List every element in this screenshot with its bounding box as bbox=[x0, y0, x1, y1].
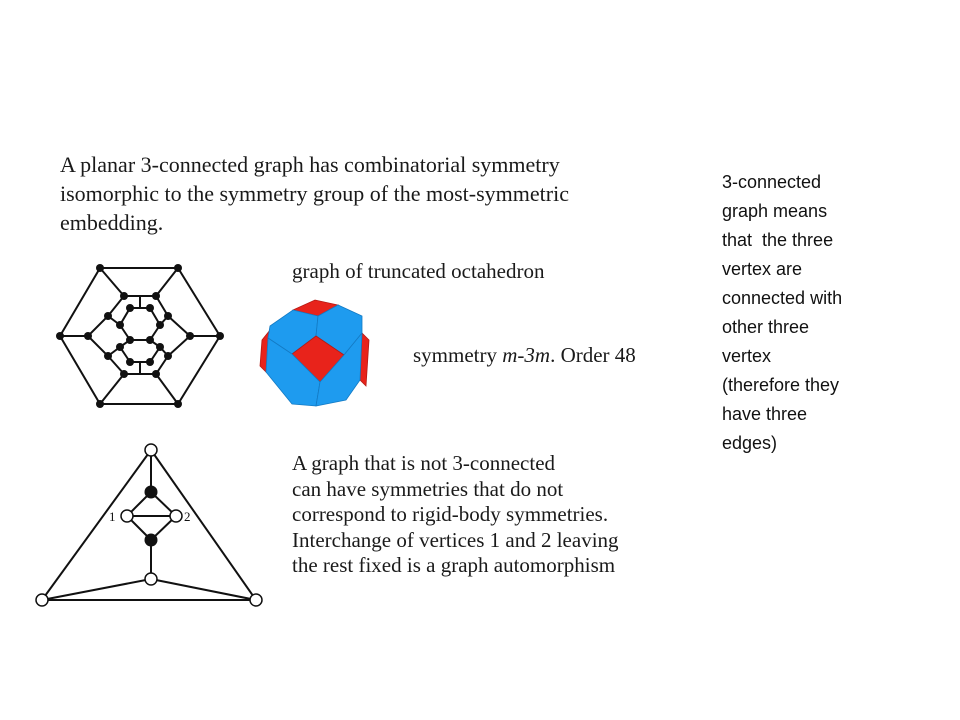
side-note: 3-connected graph means that the three v… bbox=[722, 168, 892, 458]
note-line: can have symmetries that do not bbox=[292, 476, 564, 501]
intro-line: A planar 3-connected graph has combinato… bbox=[60, 152, 560, 177]
note-line: correspond to rigid-body symmetries. bbox=[292, 502, 609, 526]
vertex-label-1: 1 bbox=[109, 509, 116, 524]
side-note-line: vertex are bbox=[722, 259, 803, 279]
symmetry-caption: symmetry m-3m. Order 48 bbox=[413, 343, 636, 368]
symmetry-prefix: symmetry bbox=[413, 343, 503, 367]
truncated-octahedron-solid bbox=[259, 299, 370, 407]
side-note-line: (therefore they bbox=[722, 375, 840, 395]
intro-line: isomorphic to the symmetry group of the … bbox=[60, 181, 569, 206]
vertex-1 bbox=[120, 509, 134, 523]
side-note-line: edges) bbox=[722, 433, 778, 453]
intro-line: embedding. bbox=[60, 210, 164, 235]
symmetry-symbol: m-3m bbox=[502, 343, 551, 367]
symmetry-suffix: . Order 48 bbox=[550, 343, 636, 367]
non-3-connected-note: A graph that is not 3-connected can have… bbox=[292, 451, 692, 579]
vertex-2 bbox=[169, 509, 183, 523]
hexagon-face bbox=[315, 331, 363, 407]
side-note-line: vertex bbox=[722, 346, 772, 366]
side-note-line: have three bbox=[722, 404, 808, 424]
note-line: Interchange of vertices 1 and 2 leaving bbox=[292, 527, 619, 552]
intro-paragraph: A planar 3-connected graph has combinato… bbox=[60, 150, 670, 237]
note-line: the rest fixed is a graph automorphism bbox=[292, 553, 616, 577]
truncated-octahedron-graph bbox=[56, 264, 224, 408]
truncated-octahedron-title: graph of truncated octahedron bbox=[292, 259, 545, 283]
side-note-line: that the three bbox=[722, 230, 834, 250]
note-line: A graph that is not 3-connected bbox=[292, 451, 556, 475]
side-note-line: graph means bbox=[722, 201, 828, 221]
side-note-line: connected with bbox=[722, 288, 843, 308]
non-3-connected-graph: 1 2 bbox=[35, 443, 263, 607]
side-note-line: 3-connected bbox=[722, 172, 822, 192]
side-note-line: other three bbox=[722, 317, 810, 337]
vertex-label-2: 2 bbox=[184, 509, 191, 524]
